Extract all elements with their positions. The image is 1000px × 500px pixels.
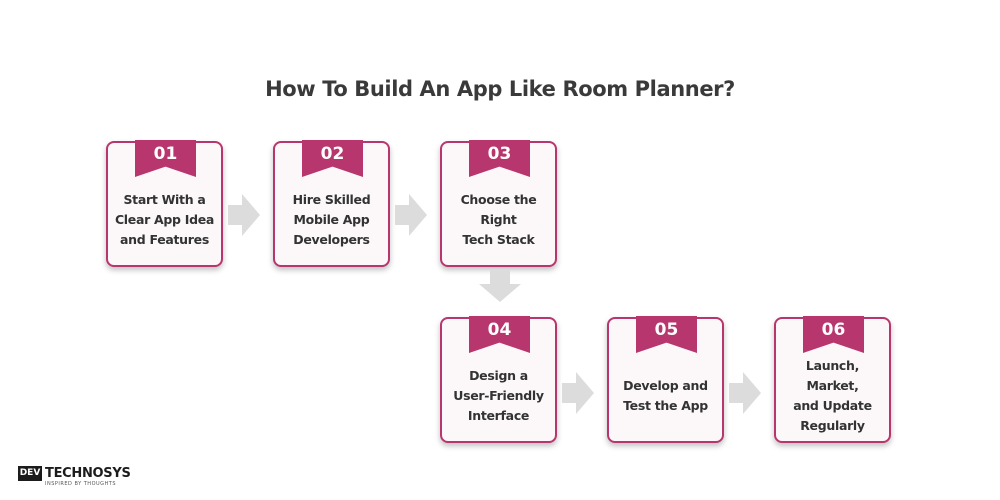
step-text: Develop and Test the App	[623, 378, 708, 413]
step-card-05: 05 Develop and Test the App	[607, 316, 724, 443]
arrow-right-icon	[228, 194, 260, 236]
logo-tagline: INSPIRED BY THOUGHTS	[45, 481, 117, 487]
step-number-ribbon: 02	[302, 140, 363, 177]
step-text: Hire Skilled Mobile App Developers	[292, 192, 371, 247]
step-text: Choose the Right Tech Stack	[460, 192, 537, 247]
arrow-right-icon	[562, 372, 594, 414]
arrow-down-icon	[479, 270, 521, 302]
step-number-ribbon: 04	[469, 316, 530, 353]
step-text: Design a User-Friendly Interface	[453, 368, 544, 423]
logo-wordmark: TECHNOSYS	[45, 466, 131, 481]
company-logo: DEV TECHNOSYS INSPIRED BY THOUGHTS	[18, 466, 138, 494]
arrow-right-icon	[395, 194, 427, 236]
logo-mark: DEV	[18, 466, 42, 481]
step-card-04: 04 Design a User-Friendly Interface	[440, 316, 557, 443]
step-number-ribbon: 05	[636, 316, 697, 353]
step-card-02: 02 Hire Skilled Mobile App Developers	[273, 140, 390, 267]
step-text: Launch, Market, and Update Regularly	[793, 358, 872, 433]
step-number: 05	[654, 320, 679, 340]
step-number: 03	[487, 144, 512, 164]
step-number: 06	[821, 320, 846, 340]
step-number: 01	[153, 144, 178, 164]
step-number: 04	[487, 320, 512, 340]
step-text: Start With a Clear App Idea and Features	[114, 192, 215, 247]
step-card-01: 01 Start With a Clear App Idea and Featu…	[106, 140, 223, 267]
step-number-ribbon: 06	[803, 316, 864, 353]
step-number-ribbon: 01	[135, 140, 196, 177]
step-card-06: 06 Launch, Market, and Update Regularly	[774, 316, 891, 443]
step-number: 02	[320, 144, 345, 164]
arrow-right-icon	[729, 372, 761, 414]
step-number-ribbon: 03	[469, 140, 530, 177]
diagram-title: How To Build An App Like Room Planner?	[265, 77, 735, 101]
step-card-03: 03 Choose the Right Tech Stack	[440, 140, 557, 267]
